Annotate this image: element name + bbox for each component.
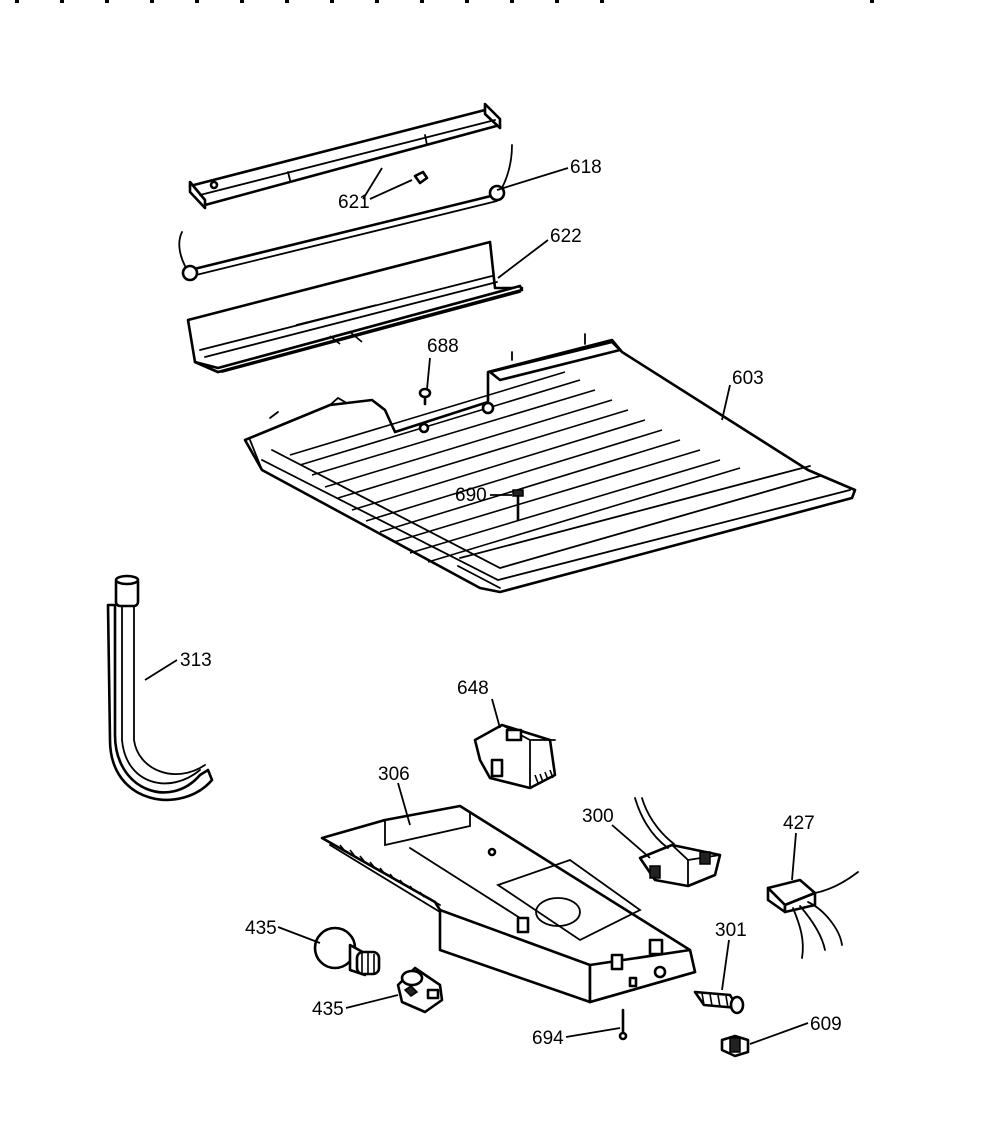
shelf-panel-603 [243, 333, 857, 594]
screw-694 [618, 1008, 628, 1041]
light-socket-435 [396, 966, 444, 1014]
scan-edge-marks [15, 0, 874, 3]
clip-609 [720, 1034, 750, 1058]
callout-609: 609 [810, 1014, 842, 1035]
callout-306: 306 [378, 764, 410, 785]
control-housing-306 [320, 804, 697, 1004]
callout-313: 313 [180, 650, 212, 671]
callout-618: 618 [570, 157, 602, 178]
control-648 [473, 723, 557, 790]
callout-694: 694 [532, 1028, 564, 1049]
callout-435-socket: 435 [312, 999, 344, 1020]
callout-301: 301 [715, 920, 747, 941]
screw-690 [512, 489, 524, 522]
callout-688: 688 [427, 336, 459, 357]
light-socket-rod-618 [178, 144, 513, 282]
callout-648: 648 [457, 678, 489, 699]
callout-435-bulb: 435 [245, 918, 277, 939]
leader-lines [144, 167, 809, 1045]
light-bulb-435 [313, 926, 381, 977]
callout-labels: 618 621 622 688 603 690 313 648 306 300 … [180, 157, 842, 1049]
callout-603: 603 [732, 368, 764, 389]
callout-690: 690 [455, 485, 487, 506]
callout-621: 621 [338, 192, 370, 213]
callout-427: 427 [783, 813, 815, 834]
wire-connector-427 [766, 871, 859, 959]
callout-622: 622 [550, 226, 582, 247]
callout-300: 300 [582, 806, 614, 827]
sensor-301 [693, 990, 745, 1015]
drain-tube-313 [106, 574, 214, 802]
light-shield-channel-622 [186, 240, 524, 374]
light-shield-bracket-621 [188, 102, 502, 210]
screw-688 [418, 387, 432, 406]
switch-300 [634, 797, 722, 888]
